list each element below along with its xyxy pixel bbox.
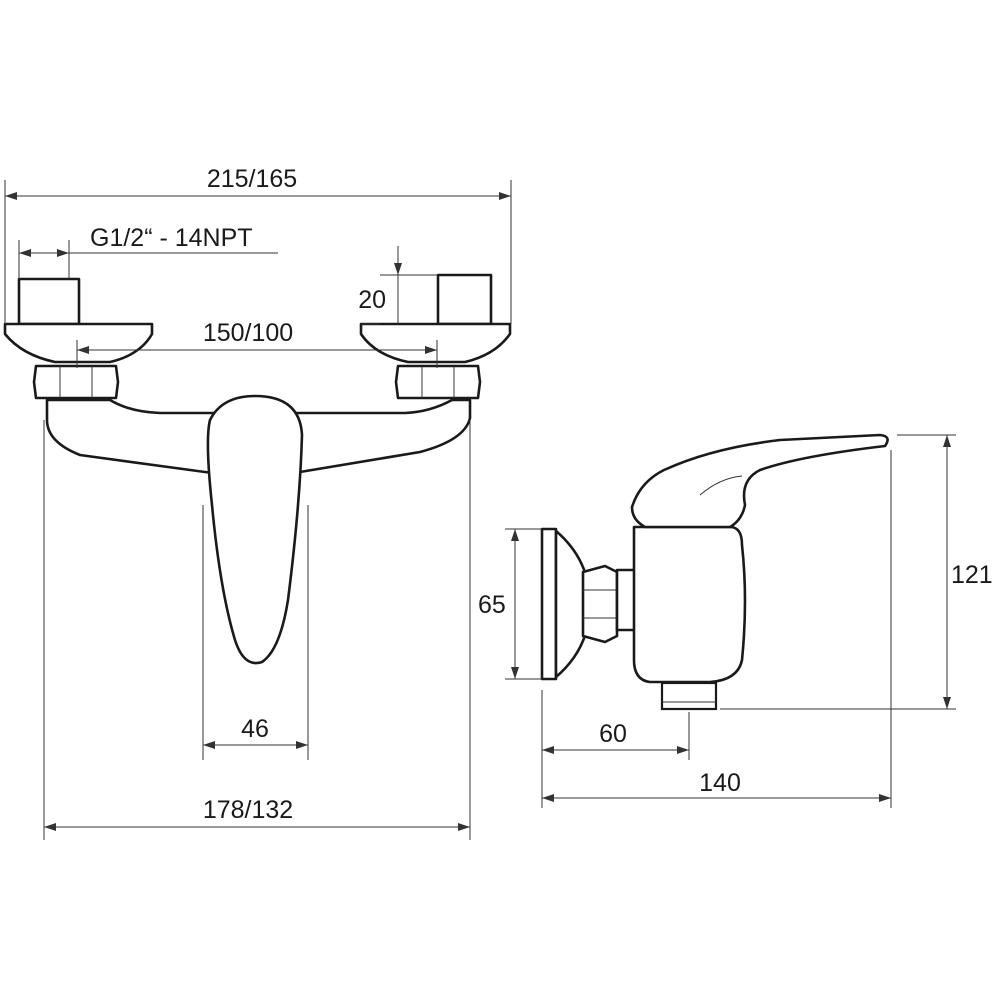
dim-total-depth: 140 [699, 769, 741, 797]
left-connector [17, 277, 81, 326]
side-lever [630, 433, 889, 529]
front-view: 215/165 G1/2“ - 14NPT 20 150/100 46 178/… [3, 165, 512, 840]
side-nut [581, 564, 619, 644]
dim-connector-height: 20 [358, 286, 386, 314]
dim-mount-height: 65 [478, 591, 506, 619]
right-nut [394, 364, 482, 400]
side-body [632, 525, 747, 684]
right-connector [436, 273, 493, 326]
left-nut [32, 364, 120, 400]
lever-front [206, 394, 304, 665]
dim-inlet-spacing: 150/100 [203, 319, 293, 347]
dim-handle-width: 46 [241, 715, 269, 743]
left-inlet [3, 277, 154, 400]
dim-thread: G1/2“ - 14NPT [90, 224, 253, 252]
dim-depth-outlet: 60 [599, 720, 627, 748]
side-view: 65 60 140 121 [478, 433, 993, 808]
right-rosette [359, 322, 512, 364]
dim-body-width: 178/132 [203, 796, 293, 824]
dim-total-height: 121 [951, 561, 993, 589]
left-rosette [3, 322, 154, 364]
side-outlet [660, 681, 718, 711]
dim-overall-width: 215/165 [207, 165, 297, 193]
wall-plate [540, 527, 558, 681]
